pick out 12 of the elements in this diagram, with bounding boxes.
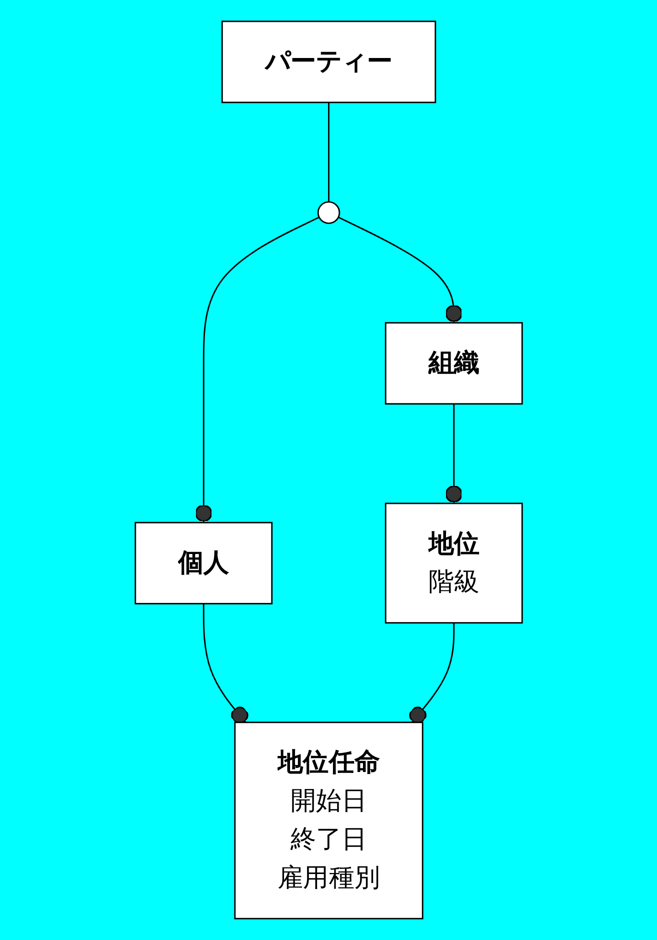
node-box: パーティー bbox=[221, 20, 436, 104]
connector bbox=[328, 102, 330, 202]
node-box: 地位 階級 bbox=[384, 502, 523, 624]
node-circle bbox=[317, 201, 340, 224]
connector bbox=[202, 604, 248, 724]
node-box: 個人 bbox=[134, 522, 272, 604]
node-box: 組織 bbox=[384, 322, 523, 405]
connector bbox=[194, 216, 320, 523]
connector bbox=[408, 622, 454, 724]
connector bbox=[445, 404, 462, 504]
node-box: 地位任命 開始日 終了日 雇用種別 bbox=[234, 722, 424, 920]
connector bbox=[338, 216, 462, 323]
